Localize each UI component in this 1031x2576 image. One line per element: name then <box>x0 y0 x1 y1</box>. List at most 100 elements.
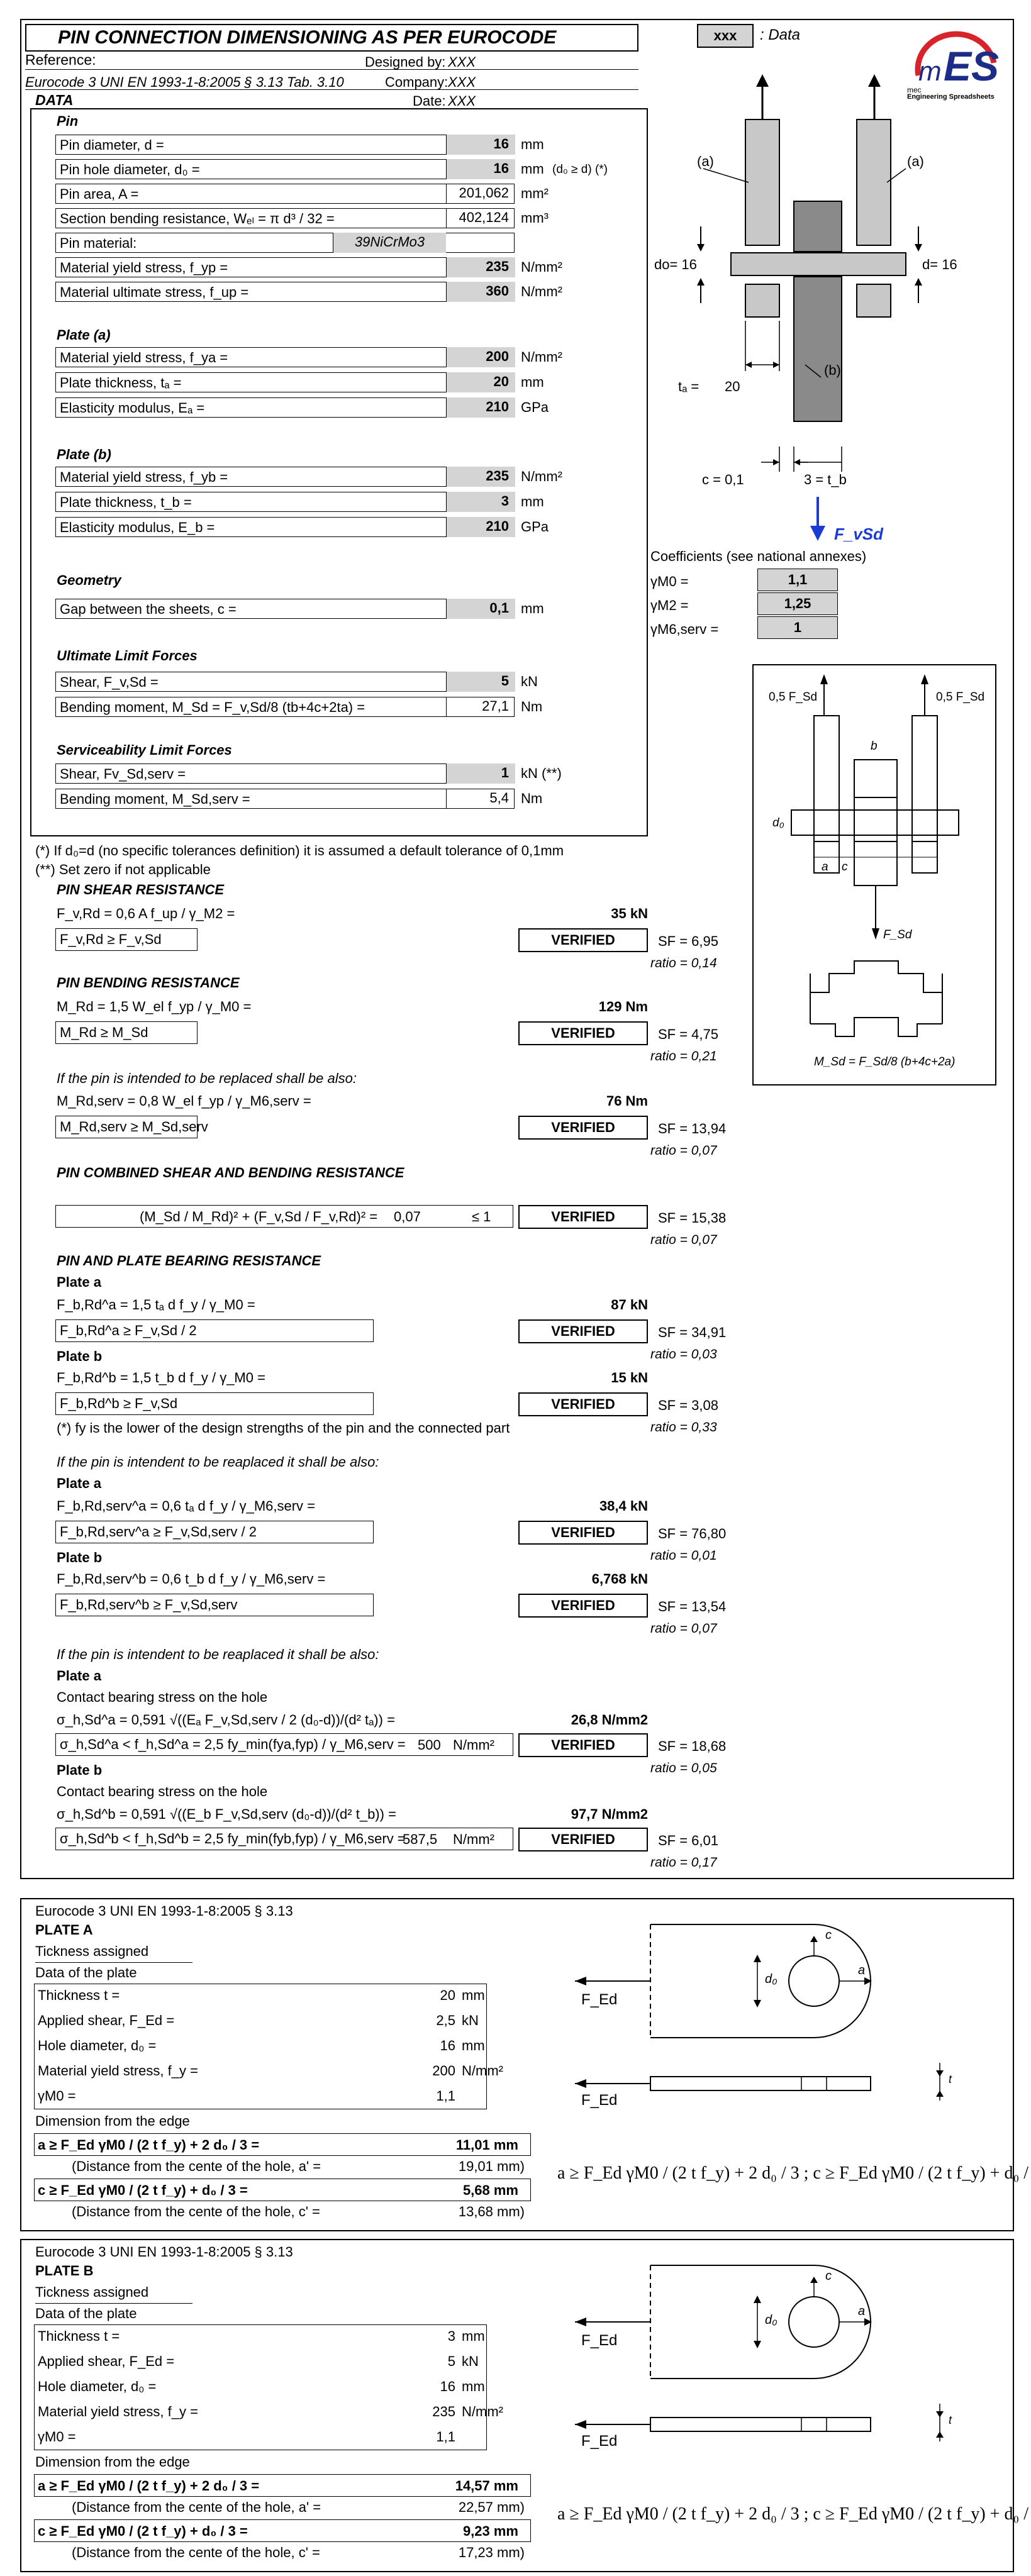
plate-fig-formula: a ≥ F_Ed γM0 / (2 t f_y) + 2 d₀ / 3 ; c … <box>557 2504 1031 2524</box>
panel-row-label: Hole diameter, d₀ = <box>38 2379 157 2394</box>
reference-value: Eurocode 3 UNI EN 1993-1-8:2005 § 3.13 T… <box>25 74 344 90</box>
panel-row-label: Hole diameter, d₀ = <box>38 2038 157 2053</box>
data-row-label: Material ultimate stress, f_up = <box>60 284 249 300</box>
data-row-unit: Nm <box>521 699 543 714</box>
data-row-unit: mm <box>521 601 544 616</box>
cb-sf: SF = 6,01 <box>658 1833 719 1848</box>
bearing-plate-b: Plate b <box>57 1348 103 1364</box>
panel-a-dist: (Distance from the cente of the hole, a'… <box>72 2499 321 2515</box>
fb-check: F_b,Rd^b ≥ F_v,Sd <box>55 1392 374 1415</box>
panel-divider <box>35 2303 192 2304</box>
bending-ratio: ratio = 0,21 <box>650 1049 717 1063</box>
panel-sub-1: Tickness assigned <box>35 1943 149 1959</box>
cb-result: 97,7 N/mm2 <box>571 1806 648 1822</box>
data-row: Elasticity modulus, Eₐ =210 <box>55 397 515 418</box>
panel-c-formula: c ≥ F_Ed γM0 / (2 t f_y) + d₀ / 3 = <box>38 2523 248 2539</box>
company-label: Company: <box>385 74 449 90</box>
panel-row-value: 16 <box>440 2038 455 2053</box>
data-row-value[interactable]: 200 <box>446 347 515 367</box>
data-row-value[interactable]: 16 <box>446 135 515 155</box>
plate-fig-c: c <box>825 1928 832 1942</box>
bending-status: VERIFIED <box>518 1021 648 1045</box>
panel-ref: Eurocode 3 UNI EN 1993-1-8:2005 § 3.13 <box>35 2244 293 2260</box>
panel-a-box <box>34 2474 531 2497</box>
sa-check: F_b,Rd,serv^a ≥ F_v,Sd,serv / 2 <box>55 1521 374 1543</box>
data-row-value: 201,062 <box>446 184 515 204</box>
data-row: Pin area, A =201,062 <box>55 184 515 204</box>
panel-row-label: Material yield stress, f_y = <box>38 2404 198 2419</box>
data-row-value[interactable]: 210 <box>446 517 515 537</box>
pin-rect <box>730 252 906 276</box>
data-row-label: Pin hole diameter, d₀ = <box>60 162 200 177</box>
ca-check-unit: N/mm² <box>453 1737 494 1753</box>
data-row: Material ultimate stress, f_up = 360 <box>55 282 515 302</box>
panel-a-value: 11,01 mm <box>455 2137 518 2153</box>
data-row-unit: kN (**) <box>521 765 562 781</box>
combined-ratio: ratio = 0,07 <box>650 1233 717 1247</box>
data-row-value[interactable]: 235 <box>446 257 515 277</box>
plate-fig-fed-2: F_Ed <box>581 2433 618 2450</box>
sa-sf: SF = 76,80 <box>658 1526 727 1541</box>
tb-label: 3 = t_b <box>804 472 847 487</box>
data-row-value[interactable]: 39NiCrMo3 <box>333 233 446 253</box>
fig-c: c <box>842 860 848 874</box>
data-row-label: Material yield stress, f_ya = <box>60 350 228 365</box>
note-2: (**) Set zero if not applicable <box>35 862 211 877</box>
bearing-plate-a: Plate a <box>57 1274 101 1290</box>
data-row: Bending moment, M_Sd = F_v,Sd/8 (tb+4c+2… <box>55 697 515 717</box>
data-row-value[interactable]: 235 <box>446 467 515 487</box>
panel-c-box <box>34 2519 531 2542</box>
data-row-unit: mm <box>521 136 544 152</box>
panel-row-value: 235 <box>432 2404 455 2419</box>
bending-ratio-2: ratio = 0,07 <box>650 1143 717 1158</box>
sa-status: VERIFIED <box>518 1521 648 1545</box>
plate-b-rect <box>793 276 842 422</box>
panel-row-unit: mm <box>462 1987 485 2003</box>
fa-sf: SF = 34,91 <box>658 1324 727 1340</box>
bending-result: 129 Nm <box>598 999 648 1014</box>
company-value: XXX <box>448 74 476 90</box>
data-row-value[interactable]: 16 <box>446 159 515 179</box>
panel-row-unit: kN <box>462 2012 479 2028</box>
panel-c-value: 9,23 mm <box>462 2523 518 2539</box>
plate-fig-formula: a ≥ F_Ed γM0 / (2 t f_y) + 2 d₀ / 3 ; c … <box>557 2163 1031 2183</box>
gm6-label: γM6,serv = <box>650 621 719 637</box>
data-row: Plate thickness, tₐ =20 <box>55 372 515 392</box>
gm0-label: γM0 = <box>650 574 689 589</box>
ulf-heading: Ultimate Limit Forces <box>57 648 198 663</box>
panel-a-dist-value: 19,01 mm) <box>458 2158 525 2174</box>
bending-check: M_Rd ≥ M_Sd <box>55 1021 198 1044</box>
data-row-value[interactable]: 20 <box>446 372 515 392</box>
data-row: Pin material:39NiCrMo3 <box>55 233 515 253</box>
data-row: Pin hole diameter, d₀ = 16 <box>55 159 515 179</box>
combined-heading: PIN COMBINED SHEAR AND BENDING RESISTANC… <box>57 1165 404 1180</box>
fvsd-label: F_vSd <box>834 525 884 543</box>
sa-ratio: ratio = 0,01 <box>650 1548 717 1563</box>
data-row-unit: mm³ <box>521 210 549 226</box>
svg-text:ES: ES <box>944 43 999 89</box>
panel-row-label: Material yield stress, f_y = <box>38 2063 198 2079</box>
data-row-value[interactable]: 3 <box>446 492 515 512</box>
panel-a-formula: a ≥ F_Ed γM0 / (2 t f_y) + 2 d₀ / 3 = <box>38 2478 260 2494</box>
data-frame <box>30 108 648 836</box>
data-row-value[interactable]: 210 <box>446 397 515 418</box>
data-row-value[interactable]: 360 <box>446 282 515 302</box>
data-row-label: Material yield stress, f_yp = <box>60 260 228 275</box>
c-label: c = 0,1 <box>702 472 744 487</box>
data-row-value[interactable]: 5 <box>446 672 515 692</box>
fb-formula: F_b,Rd^b = 1,5 t_b d f_y / γ_M0 = <box>57 1370 265 1385</box>
bending-status-2: VERIFIED <box>518 1116 648 1140</box>
panel-row-label: γM0 = <box>38 2429 76 2445</box>
plate-fig-fed: F_Ed <box>581 1991 618 2008</box>
panel-dim-heading: Dimension from the edge <box>35 2113 190 2129</box>
panel-row-unit: N/mm² <box>462 2404 503 2419</box>
panel-c-dist: (Distance from the cente of the hole, c'… <box>72 2204 320 2219</box>
date-value: XXX <box>448 93 476 109</box>
data-row: Elasticity modulus, E_b =210 <box>55 517 515 537</box>
combined-formula: (M_Sd / M_Rd)² + (F_v,Sd / F_v,Rd)² = <box>140 1209 378 1224</box>
data-row-value[interactable]: 0,1 <box>446 599 515 619</box>
data-row-value[interactable]: 1 <box>446 763 515 784</box>
panel-row-unit: N/mm² <box>462 2063 503 2079</box>
